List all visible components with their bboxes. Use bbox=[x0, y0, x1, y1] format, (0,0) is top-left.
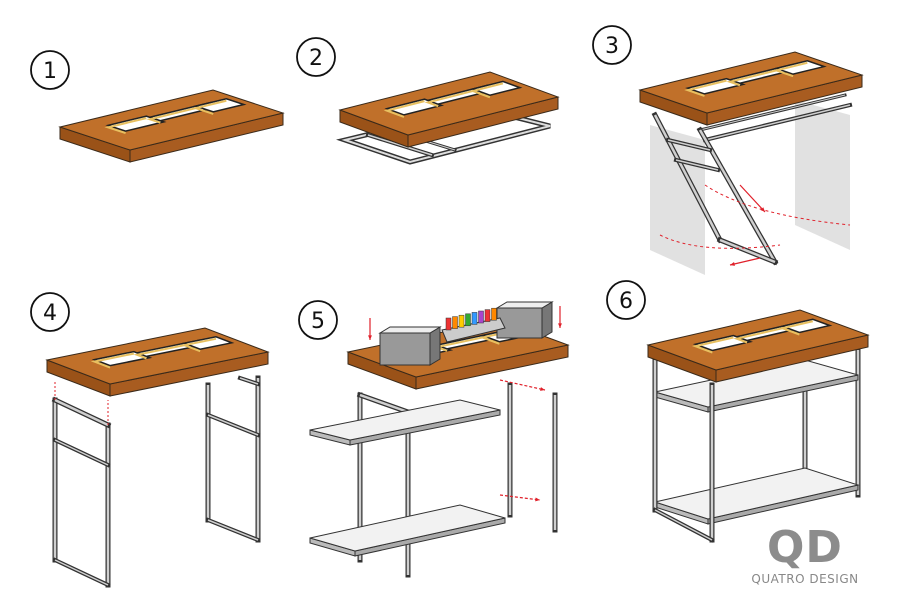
bottom-shelf bbox=[309, 504, 506, 552]
rotate-arrow bbox=[729, 257, 761, 266]
insert-arrow bbox=[499, 379, 546, 391]
logo-mark: QD bbox=[767, 522, 843, 573]
sink-bowl-right-top bbox=[495, 301, 554, 309]
lower-arrow-head bbox=[558, 323, 562, 328]
step-number: 6 bbox=[619, 289, 633, 314]
step-number: 3 bbox=[605, 34, 619, 59]
step-number-circle bbox=[606, 280, 646, 320]
paint-bottle bbox=[465, 313, 471, 327]
step-3-badge: 3 bbox=[592, 25, 632, 65]
step-5-badge: 5 bbox=[298, 300, 338, 340]
sink-hole-left-rim bbox=[383, 100, 425, 118]
step-number-circle bbox=[592, 25, 632, 65]
sink-hole-left-rim bbox=[691, 336, 734, 354]
step-number-circle bbox=[298, 300, 338, 340]
sink-hole-right-rim bbox=[192, 99, 227, 115]
step-1-badge: 1 bbox=[30, 50, 70, 90]
utensil-slot-rim bbox=[133, 341, 201, 360]
step-6-badge: 6 bbox=[606, 280, 646, 320]
step-number: 5 bbox=[311, 309, 325, 334]
sink-bowl-right bbox=[496, 307, 543, 339]
leg-bar-highlight bbox=[54, 398, 109, 427]
sink-hole-right-rim bbox=[469, 82, 504, 99]
paint-bottle bbox=[458, 314, 465, 328]
sink-hole-right bbox=[193, 97, 247, 113]
utensil-slot-rim bbox=[424, 86, 489, 108]
paint-bottle bbox=[471, 312, 478, 325]
leg-bar-highlight bbox=[207, 519, 259, 541]
tilting-frame-bar-highlight bbox=[719, 238, 776, 264]
bottom-shelf bbox=[653, 467, 860, 520]
paint-bottle bbox=[452, 316, 458, 329]
step-1 bbox=[58, 89, 285, 163]
tilting-frame-post-highlight bbox=[653, 114, 722, 241]
paint-bottle bbox=[484, 309, 491, 322]
sink-hole-left-rim bbox=[104, 117, 147, 135]
side-panel-right bbox=[795, 100, 850, 250]
top-rail-back-highlight bbox=[699, 94, 846, 131]
utensil-slot-rim bbox=[146, 103, 212, 124]
step-4-badge: 4 bbox=[30, 292, 70, 332]
paint-bottle bbox=[478, 310, 484, 324]
step-number-circle bbox=[30, 50, 70, 90]
leg-bracket-highlight bbox=[239, 377, 259, 385]
middle-shelf bbox=[309, 399, 501, 441]
leg-bar-highlight bbox=[359, 393, 409, 414]
step-number-circle bbox=[296, 37, 336, 77]
sink-hole-right-rim bbox=[772, 61, 808, 78]
top-rail-highlight bbox=[704, 104, 851, 141]
frame-cross-bar-highlight bbox=[367, 134, 433, 156]
rotate-arrow-head bbox=[760, 207, 765, 212]
utensil-slot-rim bbox=[726, 65, 793, 87]
insert-arrow-head bbox=[540, 387, 545, 391]
sink-hole-right bbox=[470, 80, 523, 97]
insert-arrow-head bbox=[535, 497, 540, 502]
paint-bottle bbox=[491, 307, 497, 321]
lower-arrow-head bbox=[368, 335, 372, 340]
insert-arrow bbox=[499, 494, 541, 501]
sink-hole-left-rim bbox=[684, 79, 727, 97]
leg-bar-highlight bbox=[54, 439, 109, 466]
tilting-frame-post-highlight bbox=[698, 129, 777, 263]
swing-path bbox=[659, 234, 781, 249]
step-number: 1 bbox=[43, 59, 57, 84]
step-2-badge: 2 bbox=[296, 37, 336, 77]
sink-hole-left-rim bbox=[90, 352, 135, 369]
sink-hole-right bbox=[181, 336, 235, 350]
rotate-arrow-head bbox=[730, 262, 735, 266]
sink-bowl-left-top bbox=[378, 326, 442, 334]
quatro-design-logo: QD QUATRO DESIGN bbox=[740, 522, 870, 587]
leg-bar-highlight bbox=[207, 414, 259, 436]
step-6 bbox=[646, 309, 870, 543]
sink-hole-right-rim bbox=[180, 337, 217, 353]
step-number: 2 bbox=[309, 46, 323, 71]
sink-bowl-left bbox=[379, 332, 431, 366]
tilting-frame-bar-highlight bbox=[675, 159, 719, 171]
sink-bowl-left-side bbox=[429, 326, 441, 366]
step-number: 4 bbox=[43, 301, 57, 326]
step-5 bbox=[309, 301, 570, 578]
leg-bar-highlight bbox=[654, 509, 713, 541]
leg-bar-highlight bbox=[54, 559, 109, 586]
step-2 bbox=[336, 71, 560, 165]
sink-hole-right bbox=[779, 318, 833, 334]
sink-hole-right bbox=[773, 60, 827, 75]
step-number-circle bbox=[30, 292, 70, 332]
step-4 bbox=[45, 327, 270, 588]
utensil-slot-rim bbox=[733, 323, 798, 344]
sink-hole-right-rim bbox=[778, 320, 814, 336]
logo-name: QUATRO DESIGN bbox=[751, 572, 859, 586]
paint-bottle bbox=[445, 317, 452, 331]
swing-path bbox=[704, 184, 851, 226]
tilting-frame-bar-highlight bbox=[667, 139, 711, 151]
step-3 bbox=[638, 51, 864, 275]
rotate-arrow bbox=[739, 184, 766, 213]
